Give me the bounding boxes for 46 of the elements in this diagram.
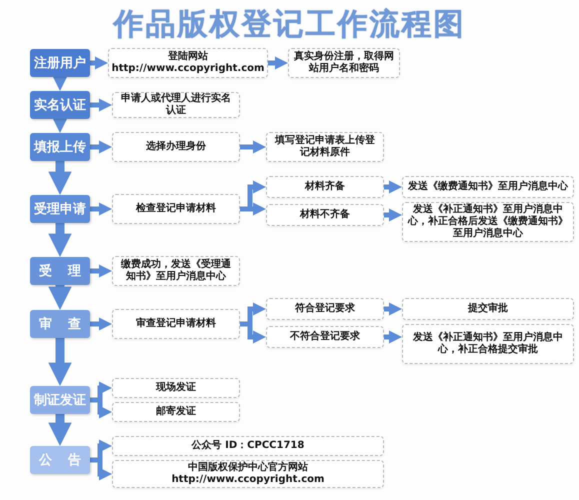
step-box: 受理申请	[30, 195, 90, 223]
process-box: 缴费成功，发送《受理通知书》至用户消息中心	[112, 256, 240, 286]
arrow	[384, 180, 402, 194]
process-box: 材料不齐备	[266, 204, 384, 226]
process-box: 邮寄发证	[112, 402, 240, 422]
process-box: 选择办理身份	[112, 132, 240, 162]
arrow	[384, 330, 402, 344]
process-box: 提交审批	[402, 298, 574, 320]
arrow	[48, 414, 72, 446]
arrow	[268, 56, 288, 70]
arrow	[384, 208, 402, 222]
process-box: 符合登记要求	[266, 298, 384, 320]
arrow	[384, 302, 402, 316]
title: 作品版权登记工作流程图	[112, 6, 466, 44]
process-box: 发送《补正通知书》至用户消息中心，补正合格提交审批	[402, 324, 574, 364]
process-box: 审查登记申请材料	[112, 309, 240, 339]
arrow	[90, 140, 112, 154]
arrow	[90, 56, 108, 70]
step-box: 受 理	[30, 257, 90, 285]
arrow	[90, 318, 112, 330]
process-box: 发送《补正通知书》至用户消息中心，补正合格后发送《缴费通知书》至用户消息中心	[402, 202, 574, 242]
process-box: 材料齐备	[266, 176, 384, 198]
step-box: 制证发证	[30, 386, 90, 414]
process-box: 中国版权保护中心官方网站 http://www.ccopyright.com	[112, 460, 384, 488]
step-box: 审 查	[30, 310, 90, 338]
step-box: 公 告	[30, 446, 90, 474]
process-box: 不符合登记要求	[266, 326, 384, 348]
step-box: 填报上传	[30, 133, 90, 161]
arrow	[90, 264, 112, 278]
process-box: 登陆网站 http://www.ccopyright.com	[108, 48, 268, 78]
arrow	[48, 223, 72, 257]
step-box: 注册用户	[30, 49, 90, 77]
process-box: 检查登记申请材料	[112, 194, 240, 224]
arrow	[240, 140, 266, 154]
arrow	[48, 161, 72, 195]
process-box: 填写登记申请表上传登记材料原件	[266, 132, 384, 162]
arrow	[48, 285, 72, 310]
step-box: 实名认证	[30, 91, 90, 119]
process-box: 真实身份注册，取得网站用户名和密码	[288, 48, 400, 78]
arrow	[90, 98, 112, 112]
arrow	[90, 202, 112, 216]
process-box: 现场发证	[112, 378, 240, 398]
arrow	[48, 338, 72, 386]
process-box: 发送《缴费通知书》至用户消息中心	[402, 176, 574, 198]
process-box: 公众号 ID：CPCC1718	[112, 436, 384, 456]
process-box: 申请人或代理人进行实名认证	[112, 92, 240, 118]
